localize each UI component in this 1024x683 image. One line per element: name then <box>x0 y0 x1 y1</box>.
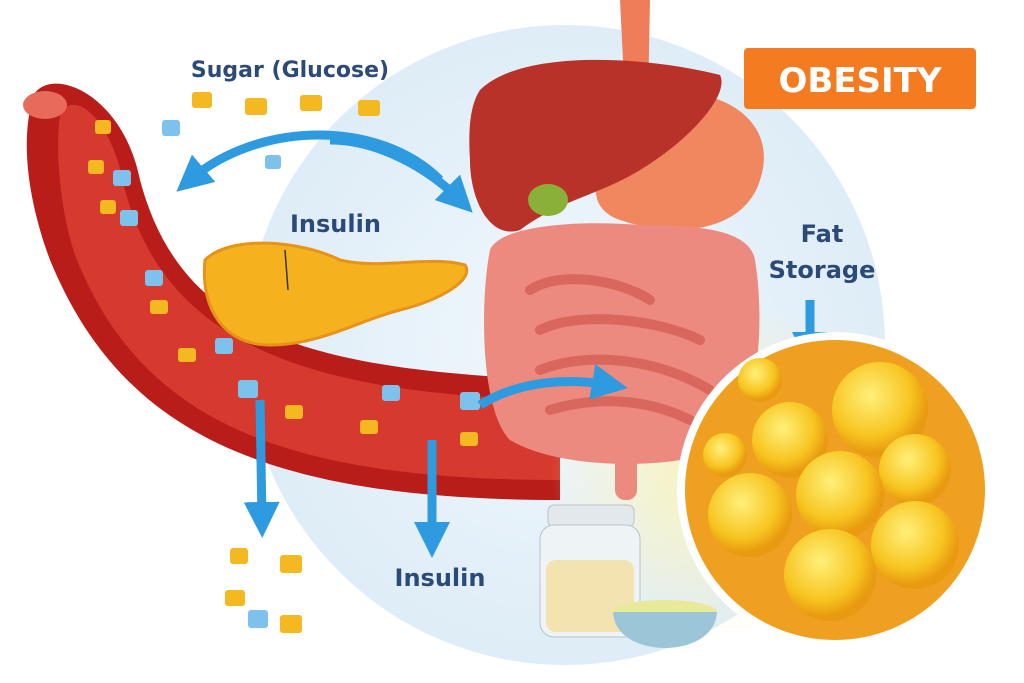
liver-icon <box>469 59 722 232</box>
fat-cells-magnified <box>677 332 993 648</box>
stomach-icon <box>596 91 764 230</box>
storage-label: Storage <box>769 256 876 284</box>
insulin-label-bottom: Insulin <box>395 564 486 592</box>
flow-arrows <box>176 130 828 558</box>
obesity-badge: OBESITY <box>744 48 976 109</box>
fat-storage-label: Fat <box>801 220 844 248</box>
fat-label: Fat <box>801 220 844 248</box>
gallbladder-icon <box>528 184 568 216</box>
powder-bowl <box>613 600 717 648</box>
insulin-particles <box>113 120 480 628</box>
pancreas-icon <box>202 241 469 347</box>
glucose-particles <box>88 92 478 633</box>
sugar-glucose-label: Sugar (Glucose) <box>191 58 389 83</box>
intestines-icon <box>484 223 760 500</box>
obesity-badge-text: OBESITY <box>779 61 942 101</box>
blood-vessel <box>23 83 561 500</box>
insulin-label-top: Insulin <box>290 210 381 238</box>
